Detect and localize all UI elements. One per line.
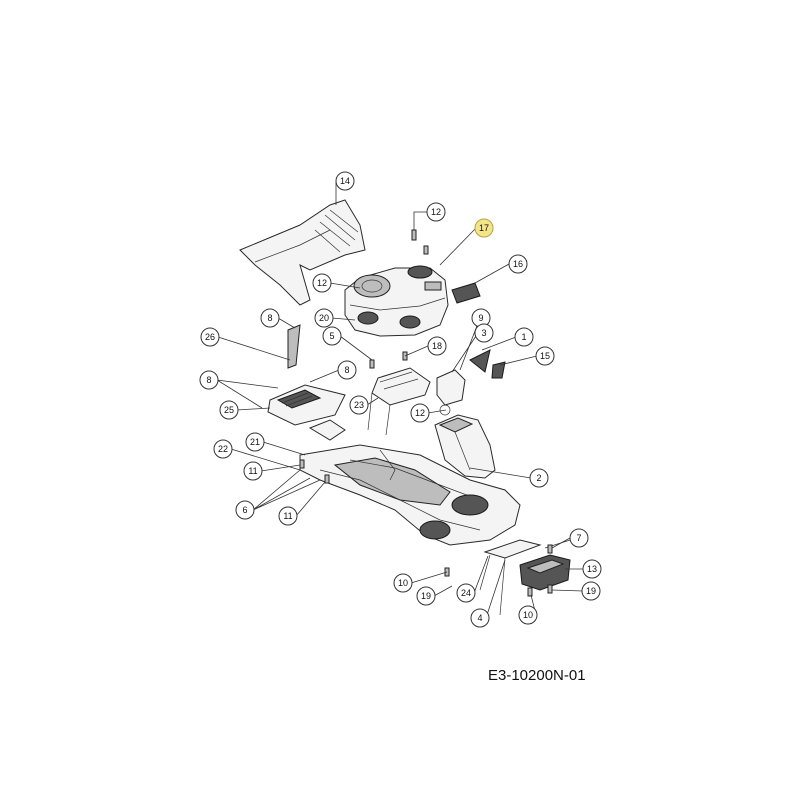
lower-strip-part	[479, 539, 542, 616]
callout-8-left[interactable]: 8	[199, 370, 219, 390]
callout-16[interactable]: 16	[508, 254, 528, 274]
callout-14[interactable]: 14	[335, 171, 355, 191]
svg-text:5: 5	[329, 331, 334, 341]
svg-text:25: 25	[224, 405, 234, 415]
callout-8-mid[interactable]: 8	[337, 360, 357, 380]
callout-6[interactable]: 6	[235, 500, 255, 520]
svg-text:23: 23	[354, 400, 364, 410]
svg-text:8: 8	[267, 313, 272, 323]
callout-12-shroud[interactable]: 12	[312, 273, 332, 293]
chassis-frame-part	[299, 444, 521, 546]
seat-plate-part	[308, 419, 346, 441]
svg-text:3: 3	[481, 328, 486, 338]
callout-3[interactable]: 3	[474, 323, 494, 343]
callout-26[interactable]: 26	[200, 327, 220, 347]
hood-cover-part	[239, 199, 366, 306]
svg-text:11: 11	[248, 466, 257, 476]
callout-19-right[interactable]: 19	[581, 581, 601, 601]
svg-text:19: 19	[586, 586, 596, 596]
callout-13[interactable]: 13	[582, 559, 602, 579]
svg-text:16: 16	[513, 259, 523, 269]
callout-19-left[interactable]: 19	[416, 586, 436, 606]
svg-text:17: 17	[479, 223, 489, 233]
callout-22[interactable]: 22	[213, 439, 233, 459]
callout-12-steering[interactable]: 12	[410, 403, 430, 423]
document-code: E3-10200N-01	[488, 667, 586, 684]
dashboard-shroud-part	[344, 265, 449, 337]
svg-text:15: 15	[540, 351, 550, 361]
svg-text:20: 20	[319, 313, 329, 323]
callout-10-right[interactable]: 10	[518, 605, 538, 625]
svg-text:12: 12	[317, 278, 327, 288]
callout-21[interactable]: 21	[245, 432, 265, 452]
svg-text:8: 8	[344, 365, 349, 375]
svg-text:13: 13	[587, 564, 597, 574]
svg-text:10: 10	[398, 578, 408, 588]
svg-text:9: 9	[478, 313, 483, 323]
svg-text:14: 14	[340, 176, 350, 186]
svg-text:18: 18	[432, 341, 442, 351]
callout-7[interactable]: 7	[569, 528, 589, 548]
svg-text:12: 12	[431, 207, 441, 217]
steering-column-part	[436, 349, 506, 416]
callout-15[interactable]: 15	[535, 346, 555, 366]
callout-12-top[interactable]: 12	[426, 202, 446, 222]
callout-4[interactable]: 4	[470, 608, 490, 628]
callout-8-top[interactable]: 8	[260, 308, 280, 328]
svg-text:12: 12	[415, 408, 425, 418]
callout-11-upper[interactable]: 11	[243, 461, 263, 481]
callout-24[interactable]: 24	[456, 583, 476, 603]
svg-text:21: 21	[250, 437, 260, 447]
callout-17[interactable]: 17	[474, 218, 494, 238]
svg-text:8: 8	[206, 375, 211, 385]
rear-housing-part	[519, 539, 571, 591]
svg-text:2: 2	[536, 473, 541, 483]
foot-plate-part	[267, 324, 346, 426]
tank-cover-part	[434, 414, 496, 479]
callout-bubbles: 14 12 17 16 12 20 5 9 3 1 15 8 26 18 8 8…	[199, 171, 602, 628]
callout-5[interactable]: 5	[322, 326, 342, 346]
svg-text:4: 4	[477, 613, 482, 623]
svg-text:1: 1	[521, 332, 526, 342]
svg-text:22: 22	[218, 444, 228, 454]
callout-25[interactable]: 25	[219, 400, 239, 420]
svg-text:6: 6	[242, 505, 247, 515]
svg-text:10: 10	[523, 610, 533, 620]
callout-23[interactable]: 23	[349, 395, 369, 415]
bracket-part	[367, 367, 431, 436]
callout-1[interactable]: 1	[514, 327, 534, 347]
callout-18[interactable]: 18	[427, 336, 447, 356]
svg-text:7: 7	[576, 533, 581, 543]
callout-10-left[interactable]: 10	[393, 573, 413, 593]
svg-text:24: 24	[461, 588, 471, 598]
callout-2[interactable]: 2	[529, 468, 549, 488]
svg-text:26: 26	[205, 332, 215, 342]
leader-lines	[216, 182, 584, 619]
svg-text:19: 19	[421, 591, 431, 601]
callout-11-lower[interactable]: 11	[278, 506, 298, 526]
svg-text:11: 11	[283, 511, 292, 521]
switch-plate-part	[451, 282, 481, 304]
callout-20[interactable]: 20	[314, 308, 334, 328]
